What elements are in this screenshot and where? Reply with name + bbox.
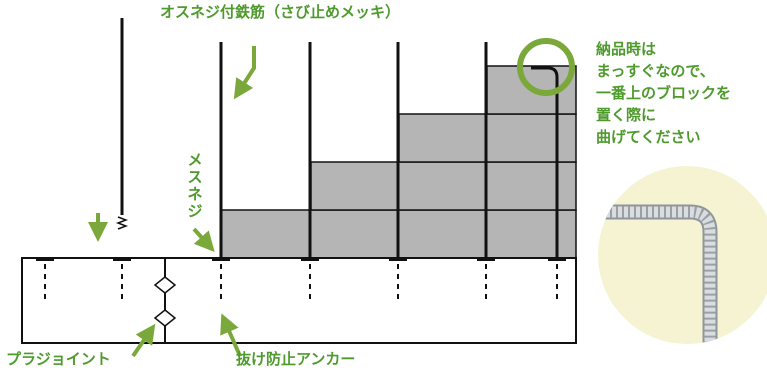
anchors xyxy=(36,257,566,304)
rebar-thread-tip xyxy=(115,216,129,230)
block-row-2 xyxy=(310,161,577,211)
female-thread-insert xyxy=(36,257,54,261)
arrow-plastic-joint xyxy=(131,323,156,358)
female-thread-insert xyxy=(477,257,495,261)
label-plastic-joint: プラジョイント xyxy=(6,350,111,368)
foundation xyxy=(21,257,577,344)
arrow-female-thread xyxy=(192,227,215,252)
foundation-outline xyxy=(21,257,577,344)
note-line: まっすぐなので、 xyxy=(596,62,715,80)
female-thread-insert xyxy=(113,257,131,261)
female-thread-insert xyxy=(389,257,407,261)
joint-diamond-upper xyxy=(153,276,177,294)
arrow-top-rebar xyxy=(233,46,256,100)
note-line: 曲げてください xyxy=(596,128,701,146)
bend-highlight-circle xyxy=(517,38,575,96)
bent-rebar-illustration xyxy=(598,204,718,344)
note-line: 一番上のブロックを xyxy=(596,84,732,102)
female-thread-insert xyxy=(212,257,230,261)
plastic-joint-diamonds xyxy=(153,276,177,327)
note-line: 納品時は xyxy=(596,40,657,58)
label-threaded-rebar: オスネジ付鉄筋（さび止めメッキ） xyxy=(160,3,401,21)
joint-diamond-lower xyxy=(153,309,177,327)
pointer-arrows xyxy=(88,46,256,358)
arrow-anchor xyxy=(220,313,242,357)
label-female-thread: メスネジ xyxy=(187,151,203,220)
female-thread-insert xyxy=(548,257,566,261)
bent-rebar-zoom-photo xyxy=(598,166,767,344)
note-line: 置く際に xyxy=(596,106,657,124)
threaded-rebars xyxy=(115,18,559,258)
label-pullout-anchor: 抜け防止アンカー xyxy=(236,350,356,368)
rebar-bent-top xyxy=(531,66,559,258)
label-bending-note: 納品時は まっすぐなので、 一番上のブロックを 置く際に 曲げてください xyxy=(596,38,731,148)
female-thread-insert xyxy=(301,257,319,261)
